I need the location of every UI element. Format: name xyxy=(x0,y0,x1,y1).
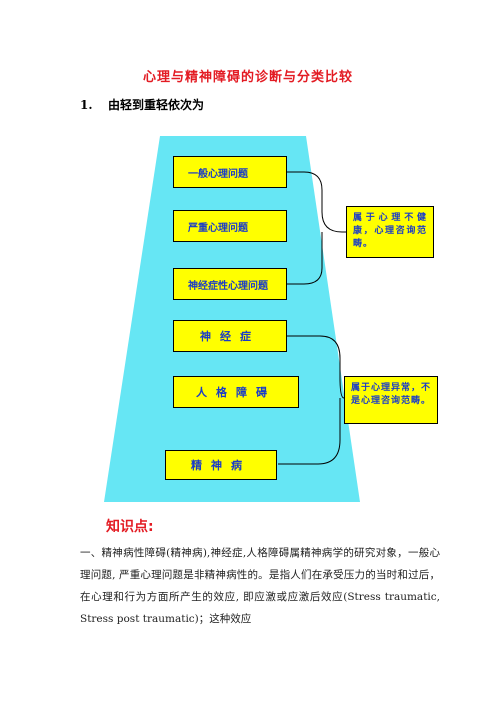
level-personality-disorder: 人格障碍 xyxy=(173,376,299,408)
bracket-upper xyxy=(286,171,346,285)
level-neurosis: 神经症 xyxy=(173,320,287,352)
pyramid-shape xyxy=(104,136,360,502)
level-severe-problem: 严重心理问题 xyxy=(173,210,287,242)
knowledge-heading: 知识点: xyxy=(106,519,154,535)
section-number: 1. xyxy=(80,98,93,112)
level-psychosis: 精神病 xyxy=(165,450,277,480)
bracket-lower xyxy=(278,335,345,465)
knowledge-paragraph: 一、精神病性障碍(精神病),神经症,人格障碍属精神病学的研究对象，一般心理问题,… xyxy=(80,547,440,625)
page-title: 心理与精神障碍的诊断与分类比较 xyxy=(142,70,353,85)
section-heading: 1. 由轻到重轻依次为 xyxy=(80,96,204,113)
section-heading-text: 由轻到重轻依次为 xyxy=(108,98,205,112)
note-unhealthy: 属于心理不健康，心理咨询范畴。 xyxy=(346,206,434,258)
note-abnormal: 属于心理异常，不是心理咨询范畴。 xyxy=(344,376,438,424)
level-neurotic-problem: 神经症性心理问题 xyxy=(173,268,287,300)
level-general-problem: 一般心理问题 xyxy=(173,156,287,188)
